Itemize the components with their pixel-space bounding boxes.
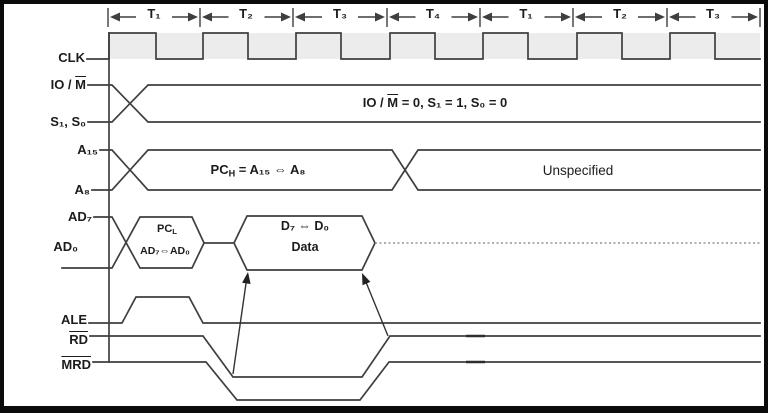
signal-label-a15: A₁₅ xyxy=(77,142,98,157)
arrow-right-icon xyxy=(188,12,198,22)
address-high-bus xyxy=(91,149,761,191)
pch-bus-value: PCH = A₁₅ ⇔ A₈ xyxy=(210,162,306,179)
t-state-label: T₁ xyxy=(519,6,533,21)
arrow-left-icon xyxy=(110,12,120,22)
signal-label-ad0: AD₀ xyxy=(53,239,78,254)
t-state-ticks xyxy=(107,8,761,27)
signal-label-rd: RD xyxy=(69,332,88,347)
signal-label-s1-s0: S₁, S₀ xyxy=(50,114,86,129)
signal-label-clk: CLK xyxy=(58,50,85,65)
ale-waveform xyxy=(88,296,761,324)
pcl-label: PCL xyxy=(157,223,177,237)
t-state-label: T₃ xyxy=(706,6,720,21)
t-state-label: T₄ xyxy=(425,6,441,21)
ad-bus xyxy=(61,215,760,271)
t-state-label: T₂ xyxy=(239,6,253,21)
t-state-label: T₁ xyxy=(147,6,161,21)
mrd-waveform xyxy=(92,361,761,401)
arrow-up-icon xyxy=(242,272,251,284)
signal-label-ad7: AD₇ xyxy=(68,209,92,224)
causality-arrow-right xyxy=(362,273,389,337)
t-state-label: T₃ xyxy=(333,6,347,21)
t-state-label: T₂ xyxy=(613,6,627,21)
status-bus-value: IO / M = 0, S₁ = 1, S₀ = 0 xyxy=(362,95,508,110)
rd-waveform xyxy=(89,335,761,378)
signal-label-a8: A₈ xyxy=(74,182,90,197)
signal-label-ale: ALE xyxy=(61,312,87,327)
arrow-up-icon xyxy=(362,273,371,286)
timing-ruler xyxy=(107,8,761,27)
data-bus-value: D₇ ⇔ D₀ xyxy=(280,219,330,233)
signal-label-mrd: MRD xyxy=(61,357,91,372)
status-bus xyxy=(87,84,761,123)
unspecified-bus-value: Unspecified xyxy=(542,163,614,178)
signal-label-io-m: IO / M xyxy=(50,77,86,92)
clk-waveform xyxy=(86,32,761,60)
pcl-bus-value: AD₇⇔AD₀ xyxy=(140,245,190,257)
data-bus-caption: Data xyxy=(291,240,319,254)
causality-arrow-left xyxy=(232,272,251,375)
